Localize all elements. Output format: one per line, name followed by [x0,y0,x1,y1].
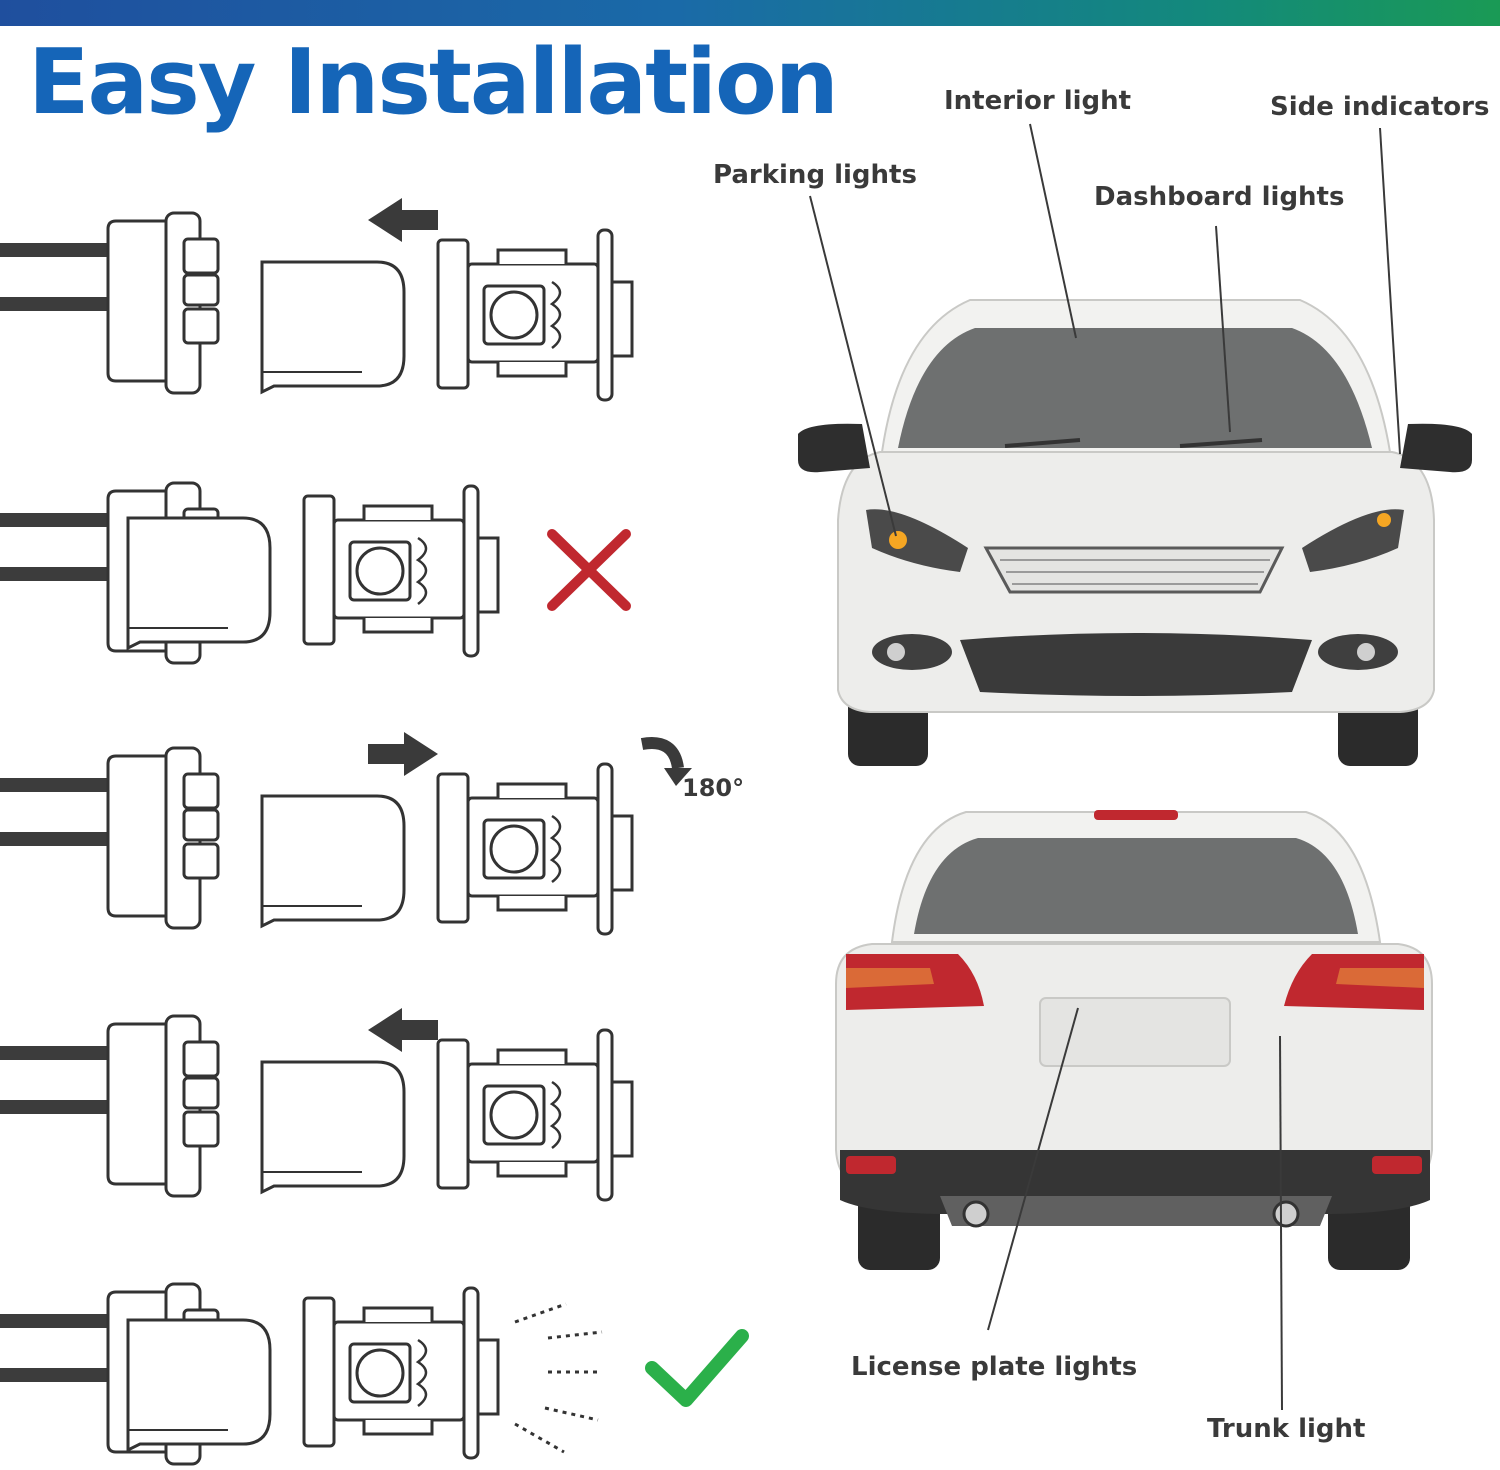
rotation-label: 180° [682,774,744,802]
front-car-illustration [798,299,1472,766]
check-icon [645,1329,749,1407]
step-1-socket [0,211,220,395]
step-1-bulb [260,228,634,402]
side-indicators-label: Side indicators [1270,92,1490,122]
top-gradient-bar [0,0,1500,26]
arrow-right-icon [368,732,438,776]
step-3-socket [0,746,220,930]
parking-lights-label: Parking lights [713,160,917,190]
arrow-left-icon [368,1008,438,1052]
arrow-left-icon [368,198,438,242]
license-plate-lights-label: License plate lights [851,1352,1138,1382]
light-rays-icon [514,1302,603,1454]
rear-car-illustration [835,810,1433,1270]
step-4-bulb [260,1028,634,1202]
step-4-socket [0,1014,220,1198]
page-title: Easy Installation [28,30,839,135]
dashboard-lights-label: Dashboard lights [1094,182,1345,212]
step-3-bulb [260,762,634,936]
trunk-light-label: Trunk light [1207,1414,1366,1444]
rotate-arrow-icon [640,737,692,786]
cross-icon [547,529,631,611]
interior-light-label: Interior light [944,86,1132,116]
leader-lines [809,123,1401,1411]
